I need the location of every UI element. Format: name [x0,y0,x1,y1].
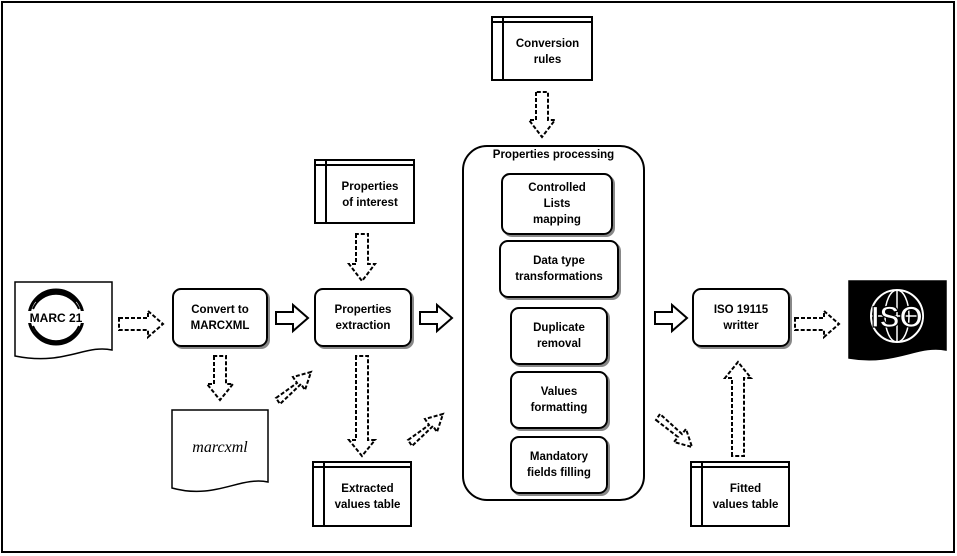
mandatory-fields-filling-box [510,436,608,494]
properties-of-interest-table [314,159,415,224]
data-type-transformations-label: Data type transformations [515,255,603,283]
arrow-marc21-to-convert [118,308,165,340]
marcxml-document: marcxml [171,409,269,493]
properties-of-interest-label: Properties of interest [341,180,399,209]
conversion-rules-label: Conversion rules [515,37,580,66]
arrow-processing-to-fitted-table [654,412,694,449]
arrow-interest-to-extraction [346,233,378,283]
marc21-logo-text: MARC 21 [30,311,83,325]
values-formatting-label: Values formatting [530,386,588,414]
marcxml-doc-text: marcxml [192,439,248,456]
iso-19115-writter-box [692,288,790,347]
properties-extraction-label: Properties extraction [334,303,392,332]
data-type-transformations-box [499,240,619,298]
iso-logo-text: ISO [871,301,923,334]
arrow-writter-to-iso [794,308,841,340]
arrow-marcxml-to-extraction [274,370,313,406]
fitted-values-table [690,461,790,527]
iso-globe-icon [870,289,924,343]
controlled-lists-mapping-box [501,173,613,235]
mandatory-fields-filling-label: Mandatory fields filling [527,451,591,479]
arrow-extraction-to-extracted-table [346,355,378,458]
marc21-logo: MARC 21 [27,288,85,346]
arrow-processing-to-writter [654,302,689,334]
duplicate-removal-box [510,307,608,365]
extracted-values-table-label: Extracted values table [334,483,401,511]
extracted-values-table [312,461,412,527]
controlled-lists-mapping-label: Controlled Lists mapping [528,182,586,226]
iso-document: ISO [848,280,947,361]
properties-processing-label: Properties processing [492,149,615,161]
arrow-extraction-to-processing [419,302,454,334]
fitted-values-table-label: Fitted values table [712,483,779,511]
iso-19115-writter-label: ISO 19115 writter [713,303,769,332]
arrow-convert-to-extraction [275,302,310,334]
duplicate-removal-label: Duplicate removal [533,322,585,350]
arrow-extracted-table-to-processing [406,412,445,448]
values-formatting-box [510,371,608,429]
convert-to-marcxml-box [172,288,268,347]
arrow-rules-to-processing [526,91,558,139]
marc21-document: MARC 21 [14,281,113,360]
conversion-rules-table [491,16,593,81]
convert-to-marcxml-label: Convert to MARCXML [190,303,250,332]
properties-extraction-box [314,288,412,347]
arrow-convert-to-marcxml-doc [204,355,236,402]
arrow-fitted-table-to-writter [722,360,754,457]
